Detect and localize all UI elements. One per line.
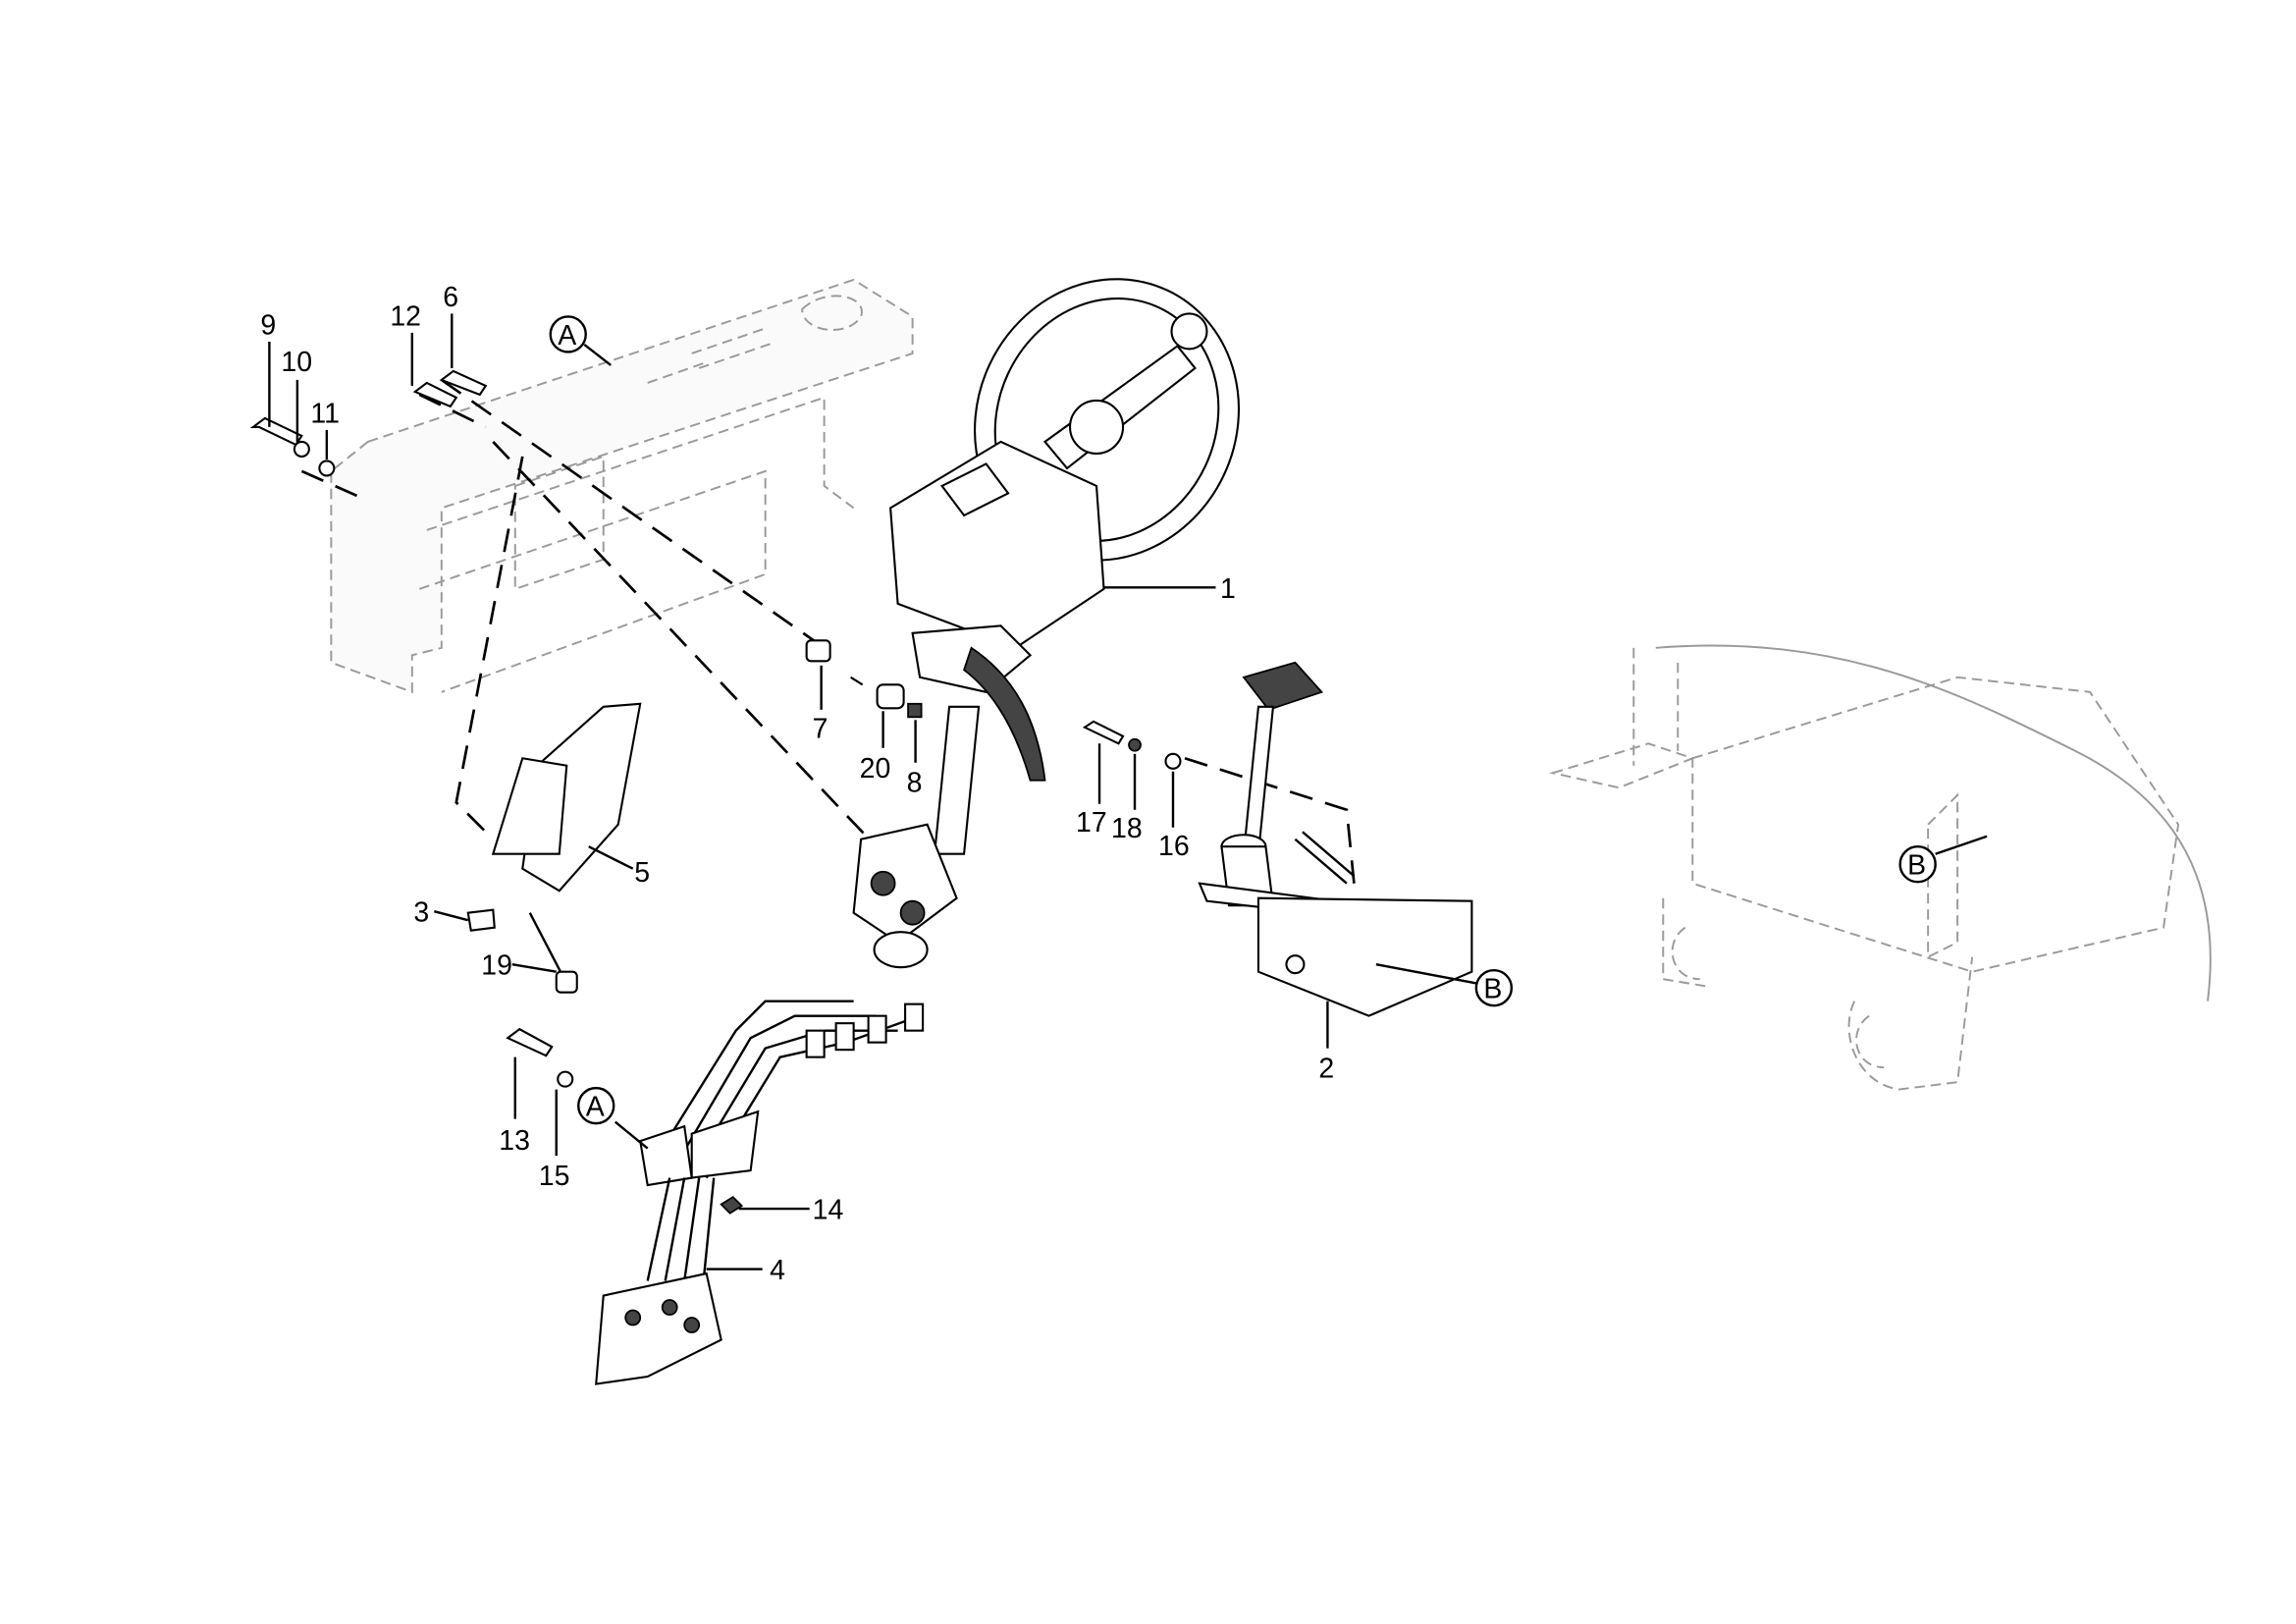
callout-7: 7 (813, 713, 828, 744)
ref-b-frame: B (1907, 850, 1926, 882)
callout-20: 20 (860, 753, 891, 785)
ref-a-top: A (558, 320, 576, 352)
callout-labels: 9 10 11 12 6 1 7 20 8 17 18 16 5 3 19 2 … (260, 282, 1334, 1286)
callout-6: 6 (443, 282, 458, 313)
callout-10: 10 (281, 347, 312, 378)
reference-markers: A A B B (549, 315, 1937, 1125)
routing-lines (300, 378, 1356, 884)
dashboard-frame-ghost (330, 278, 914, 694)
callout-14: 14 (813, 1195, 844, 1226)
callout-2: 2 (1318, 1054, 1334, 1085)
callout-16: 16 (1158, 831, 1190, 862)
ref-b-pedal: B (1483, 974, 1502, 1005)
callout-19: 19 (481, 950, 512, 982)
bolts-top-left (249, 369, 488, 477)
callout-5: 5 (634, 857, 650, 889)
callout-17: 17 (1076, 807, 1107, 839)
callout-4: 4 (770, 1255, 785, 1286)
machine-frame-ghost (1549, 644, 2212, 1091)
bolts-pedal (1082, 720, 1182, 770)
steering-column-assembly (852, 278, 1241, 969)
callout-1: 1 (1220, 573, 1236, 605)
fasteners-column (805, 639, 923, 719)
bracket-assembly (466, 702, 642, 994)
callout-15: 15 (539, 1161, 570, 1192)
leader-lines (268, 313, 1988, 1271)
bolts-valve (506, 1027, 744, 1215)
callout-18: 18 (1111, 813, 1143, 844)
callout-9: 9 (260, 309, 276, 341)
callout-8: 8 (907, 768, 923, 799)
callout-12: 12 (390, 300, 421, 332)
ref-a-bottom: A (586, 1092, 605, 1123)
callout-11: 11 (310, 398, 340, 429)
pedal-assembly (1198, 661, 1473, 1017)
control-valve-assembly (595, 1000, 925, 1385)
callout-3: 3 (413, 897, 429, 929)
callout-13: 13 (499, 1125, 530, 1157)
